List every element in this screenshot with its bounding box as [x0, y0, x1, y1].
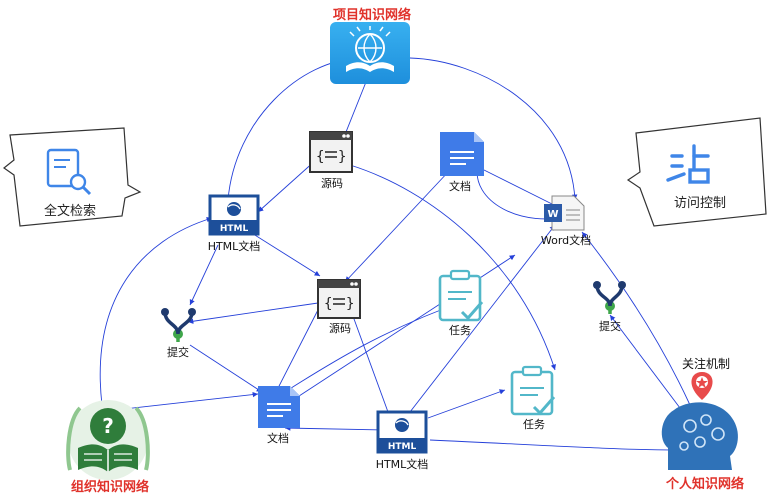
location-star-icon[interactable]: [691, 372, 713, 400]
task-mid-label: 任务: [449, 324, 471, 337]
personal-hub-icon[interactable]: [661, 402, 738, 470]
edge-personal-word: [581, 231, 691, 406]
edges: [99, 57, 691, 453]
doc-bottom-icon[interactable]: [258, 386, 300, 428]
edge-source-doc: [275, 305, 321, 393]
commit-left-icon[interactable]: [161, 308, 196, 342]
svg-text:{: {: [316, 149, 324, 165]
project-hub-icon[interactable]: [330, 22, 410, 84]
access-control-label: 访问控制: [673, 196, 727, 211]
doc-bottom-label: 文档: [267, 432, 289, 445]
fulltext-search-label: 全文检索: [43, 204, 97, 219]
task-bottom-label: 任务: [523, 418, 545, 431]
document-search-icon: [46, 148, 92, 196]
edge-html2-task: [427, 389, 506, 419]
edge-org-doc: [114, 391, 259, 411]
edge-doc-word: [479, 167, 561, 209]
edge-source-commit: [187, 302, 319, 324]
edge-task-doc: [279, 299, 469, 396]
svg-text:{: {: [324, 296, 332, 312]
edge-html2-word: [409, 224, 556, 413]
svg-text:HTML: HTML: [220, 224, 249, 234]
svg-text:?: ?: [102, 414, 114, 438]
commit-right-label: 提交: [599, 320, 621, 333]
source-mid-label: 源码: [329, 322, 351, 335]
access-glyph-icon: [666, 144, 710, 184]
edge-commit-doc: [189, 344, 263, 393]
edge-doc-source: [344, 169, 451, 283]
edge-org-html: [99, 216, 213, 406]
doc-top-icon[interactable]: [440, 132, 484, 176]
edge-html2-source: [349, 307, 389, 413]
html-doc-bottom-icon[interactable]: HTML: [376, 410, 428, 454]
doc-top-label: 文档: [449, 180, 471, 193]
commit-right-icon[interactable]: [593, 281, 626, 314]
edge-html2-doc: [284, 425, 385, 431]
word-doc-icon[interactable]: W: [544, 195, 585, 231]
task-bottom-icon[interactable]: [510, 365, 556, 416]
edge-html-commit: [189, 244, 219, 306]
edge-source-html: [257, 159, 317, 213]
follow-label: 关注机制: [681, 357, 731, 371]
source-code-top-icon[interactable]: { }: [309, 131, 353, 173]
edge-source-task: [349, 164, 556, 371]
personal-hub-label: 个人知识网络: [665, 477, 745, 492]
html-bottom-label: HTML文档: [375, 458, 429, 471]
svg-text:}: }: [338, 149, 346, 165]
project-hub-label: 项目知识网络: [332, 8, 412, 23]
edge-html-source: [249, 231, 321, 277]
source-top-label: 源码: [321, 177, 343, 190]
html-doc-top-icon[interactable]: HTML: [208, 194, 260, 236]
org-hub-icon[interactable]: ?: [66, 400, 150, 480]
commit-left-label: 提交: [167, 346, 189, 359]
access-control-callout[interactable]: [626, 117, 767, 227]
word-label: Word文档: [540, 234, 592, 247]
svg-text:W: W: [547, 209, 558, 220]
task-mid-icon[interactable]: [438, 269, 484, 322]
source-code-mid-icon[interactable]: { }: [317, 279, 361, 319]
edge-personal-commit: [609, 314, 681, 409]
edge-html2-personal: [429, 439, 677, 453]
svg-text:HTML: HTML: [388, 442, 417, 452]
edge-project-word: [409, 57, 578, 201]
fulltext-search-callout[interactable]: [2, 127, 142, 227]
svg-text:}: }: [346, 296, 354, 312]
org-hub-label: 组织知识网络: [70, 480, 150, 495]
html-top-label: HTML文档: [207, 240, 261, 253]
